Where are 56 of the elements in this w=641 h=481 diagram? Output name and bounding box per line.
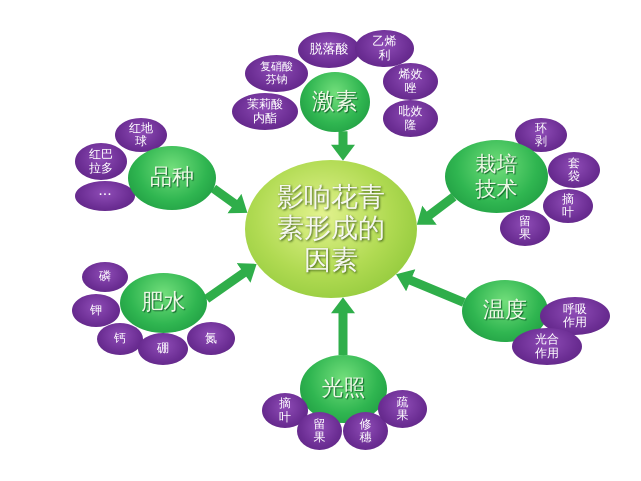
factor-ellipse [378,390,427,428]
factor-text: 摘叶 [561,192,575,220]
factor-text: 氮 [205,332,217,346]
factor-text: 磷 [99,270,111,284]
factor-ellipse [500,210,550,246]
category-text: 光照 [322,376,366,402]
arrow [331,297,355,355]
factor-ellipse [138,333,188,365]
factor-ellipse [232,93,298,130]
factor-text: 留果 [518,214,532,242]
factor-ellipse [543,189,593,223]
arrow [331,131,355,161]
factor-ellipse [262,393,308,428]
factor-text: 呼吸作用 [562,302,588,330]
factor-text: 硼 [157,342,169,356]
arrow [204,260,260,303]
factor-text: 复硝酸芬钠 [258,61,294,86]
factor-ellipse [115,118,167,152]
factor-text: 吡效隆 [398,105,424,132]
factor-ellipse [515,118,567,152]
factor-ellipse [297,412,342,450]
category-text: 品种 [150,165,194,191]
arrow [394,269,466,307]
category-text: 栽培技术 [474,152,518,201]
factor-ellipse [343,412,388,450]
factor-ellipse [82,262,128,292]
factor-text: 修穗 [358,418,372,444]
topic-text: 影响花青素形成的因素 [276,182,386,276]
factor-ellipse [548,152,600,188]
category-text: 温度 [483,298,527,324]
factor-text: 环剥 [534,122,548,148]
factor-ellipse [298,32,360,68]
category-text: 激素 [312,88,358,116]
factor-ellipse [187,322,235,355]
factor-text: 红巴拉多 [88,148,114,175]
category-text: 肥水 [142,290,186,316]
factor-text: 钙 [114,332,126,346]
factor-text: ··· [98,188,112,204]
factor-text: 烯效唑 [398,68,424,95]
factor-ellipse [75,143,127,180]
factor-text: 红地球 [128,122,154,148]
factor-text: 脱落酸 [310,42,348,58]
factor-text: 茉莉酸内酯 [246,98,284,125]
factor-text: 疏果 [396,396,410,422]
category-ellipse [120,273,207,333]
factor-text: 乙烯利 [372,35,398,62]
factor-text: 摘叶 [278,397,292,424]
factor-ellipse [245,55,308,92]
factor-ellipse [72,294,120,327]
factor-ellipse [97,323,143,355]
factor-ellipse [383,63,438,100]
factor-text: 光合作用 [534,333,560,360]
factor-text: 套袋 [567,156,581,184]
factor-text: 钾 [90,304,102,318]
factor-ellipse [355,30,414,67]
factor-text: 留果 [312,418,326,444]
